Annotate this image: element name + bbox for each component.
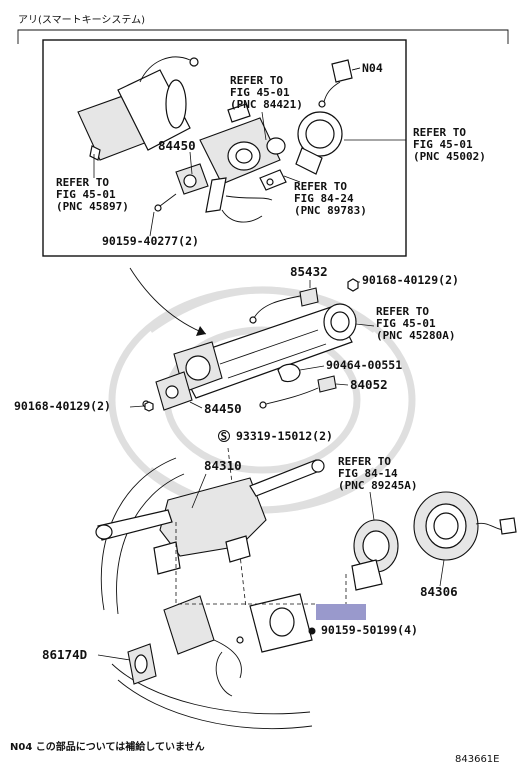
inset-frame xyxy=(42,39,407,257)
label-84450-mid: 84450 xyxy=(204,401,242,416)
inset-ring-coil xyxy=(295,111,343,175)
label-90168-40129-left: 90168-40129(2) xyxy=(14,399,111,413)
label-93319-15012: 93319-15012(2) xyxy=(236,429,333,443)
ref-45280a-line3: (PNC 45280A) xyxy=(376,329,455,342)
inset-small-parts xyxy=(259,137,287,191)
wheel-hub-assembly xyxy=(163,593,313,697)
leader xyxy=(369,491,375,521)
circle-s-letter: S xyxy=(221,430,228,443)
ref-89783-line2: FIG 84-24 xyxy=(294,192,354,205)
leader xyxy=(261,111,267,141)
label-90168-40129-top: 90168-40129(2) xyxy=(362,273,459,287)
leader xyxy=(355,323,375,327)
label-90464-00551: 90464-00551 xyxy=(326,358,402,372)
label-90159-40277: 90159-40277(2) xyxy=(102,234,199,248)
highlight-box xyxy=(316,604,366,620)
label-84310: 84310 xyxy=(204,458,242,473)
leader xyxy=(439,559,445,587)
leader xyxy=(335,383,349,386)
label-84450-top: 84450 xyxy=(158,138,196,153)
ref-89783-line1: REFER TO xyxy=(294,180,347,193)
leader xyxy=(97,654,131,661)
figure-code: 843661E xyxy=(455,754,500,765)
label-90159-50199: 90159-50199(4) xyxy=(321,623,418,637)
leader xyxy=(283,175,301,183)
leader xyxy=(189,151,193,175)
screw-markers xyxy=(144,278,359,412)
clip-90464 xyxy=(277,363,301,383)
leader xyxy=(149,211,155,237)
footer-note: N04 この部品については補給していません xyxy=(10,740,205,753)
ref-89783-line3: (PNC 89783) xyxy=(294,204,367,217)
label-86174d: 86174D xyxy=(42,647,87,662)
leader xyxy=(191,473,207,509)
dashed-leader xyxy=(175,522,316,605)
harness-84052 xyxy=(259,375,337,409)
sensor-84450-mid xyxy=(142,371,193,411)
clock-spring-84306 xyxy=(413,491,517,561)
bolt-marker xyxy=(308,627,316,635)
header-label: アリ(スマートキーシステム) xyxy=(18,14,145,26)
header-bracket xyxy=(17,29,509,44)
ref-89245a-line2: FIG 84-14 xyxy=(338,467,398,480)
ref-84421-line3: (PNC 84421) xyxy=(230,98,303,111)
leader xyxy=(351,67,361,71)
ref-45897-line2: FIG 45-01 xyxy=(56,188,116,201)
leader xyxy=(299,365,325,371)
label-84052: 84052 xyxy=(350,377,388,392)
ref-89245a-line3: (PNC 89245A) xyxy=(338,479,417,492)
spiral-cable-module xyxy=(351,519,399,591)
ref-84421-line1: REFER TO xyxy=(230,74,283,87)
combination-switch-84310 xyxy=(95,459,325,575)
ref-84421-line2: FIG 45-01 xyxy=(230,86,290,99)
ref-45280a-line2: FIG 45-01 xyxy=(376,317,436,330)
ref-89245a-line1: REFER TO xyxy=(338,455,391,468)
label-84306: 84306 xyxy=(420,584,458,599)
ref-45897-line3: (PNC 45897) xyxy=(56,200,129,213)
direction-arrow xyxy=(129,267,207,336)
inset-n04-harness xyxy=(318,59,361,108)
ref-45002-line2: FIG 45-01 xyxy=(413,138,473,151)
ref-45002-line3: (PNC 45002) xyxy=(413,150,486,163)
ref-45280a-line1: REFER TO xyxy=(376,305,429,318)
inset-sensor-84450 xyxy=(154,163,209,212)
bracket-85432 xyxy=(249,287,319,324)
leader xyxy=(189,401,203,409)
spoke-cover-86174d xyxy=(127,643,157,685)
inset-lock-assembly xyxy=(199,103,281,223)
label-85432: 85432 xyxy=(290,264,328,279)
circle-s-marker xyxy=(218,430,230,442)
inset-column-shaft xyxy=(77,56,199,161)
ref-45002-line1: REFER TO xyxy=(413,126,466,139)
ref-45897-line1: REFER TO xyxy=(56,176,109,189)
label-n04: N04 xyxy=(362,61,383,75)
leader xyxy=(129,405,145,408)
